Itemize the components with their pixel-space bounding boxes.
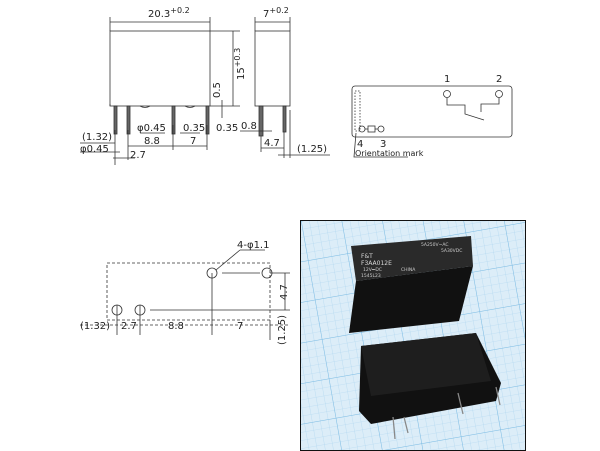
pin-4-label: 4 xyxy=(357,139,363,150)
pin-3-label: 3 xyxy=(380,139,386,150)
edge-label-front: (1.32) xyxy=(82,132,112,143)
front-width-label: 20.3+0.2 xyxy=(148,6,190,20)
hole-label: 4-φ1.1 xyxy=(237,240,269,251)
pin-1-label: 1 xyxy=(444,74,450,85)
pcb-spacing-1: 2.7 xyxy=(121,321,137,332)
pcb-spacing-3: 7 xyxy=(237,321,243,332)
svg-text:F3AA012E: F3AA012E xyxy=(361,260,392,267)
pin-dia-label: φ0.45 xyxy=(137,123,166,134)
pcb-edge-left: (1.32) xyxy=(80,321,110,332)
pin-dia-label-2: φ0.45 xyxy=(80,144,109,155)
side-edge-label: (1.25) xyxy=(297,144,327,155)
pcb-edge-right: (1.25) xyxy=(277,315,288,345)
front-height-label: 15+0.3 xyxy=(233,48,247,80)
relay-front-body xyxy=(109,30,211,107)
svg-text:F&T: F&T xyxy=(361,253,373,260)
side-pin-spacing: 4.7 xyxy=(264,138,280,149)
relay-top: F&T F3AA012E 12V⎓DC 1545L23 5A250V~AC 5A… xyxy=(349,236,473,333)
side-width-label: 7+0.2 xyxy=(263,6,289,20)
svg-text:5A250V~AC: 5A250V~AC xyxy=(421,242,449,248)
orientation-mark-label: Orientation mark xyxy=(355,149,424,158)
svg-text:12V⎓DC: 12V⎓DC xyxy=(363,267,382,273)
pin-offset-right: 0.35 xyxy=(216,123,238,134)
side-pin-width: 0.8 xyxy=(241,121,257,132)
svg-text:5A30VDC: 5A30VDC xyxy=(441,248,462,254)
standoff-label: 0.5 xyxy=(212,82,223,98)
relay-side-body xyxy=(254,30,291,107)
svg-text:1545L23: 1545L23 xyxy=(361,273,381,279)
pin-2-label: 2 xyxy=(496,74,502,85)
pin-offset-left: 0.35 xyxy=(183,123,205,134)
pitch-1: 8.8 xyxy=(144,136,160,147)
relay-photo: F&T F3AA012E 12V⎓DC 1545L23 5A250V~AC 5A… xyxy=(300,220,526,451)
pitch-2: 7 xyxy=(190,136,196,147)
schematic-outline xyxy=(351,85,513,138)
pcb-vertical-spacing: 4.7 xyxy=(279,284,290,300)
pcb-footprint xyxy=(106,262,271,321)
pitch-0: 2.7 xyxy=(130,150,146,161)
relay-bottom xyxy=(359,333,501,440)
pcb-spacing-2: 8.8 xyxy=(168,321,184,332)
svg-text:CHINA: CHINA xyxy=(401,267,416,273)
